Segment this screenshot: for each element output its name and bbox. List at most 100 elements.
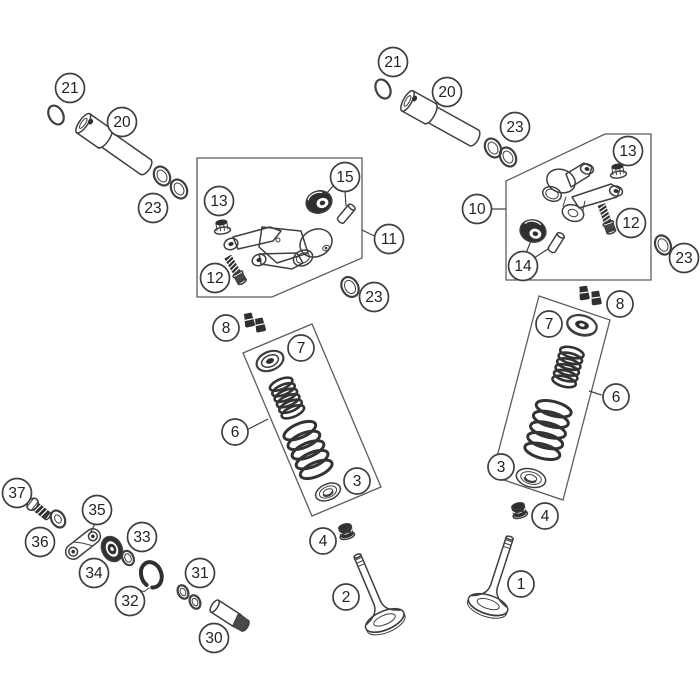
callout-10[interactable]: 10 [461, 193, 493, 225]
callout-circle[interactable] [287, 334, 315, 362]
outer-valve-spring-right [523, 399, 573, 461]
o-ring-23-intake [340, 275, 360, 299]
callout-13[interactable]: 13 [203, 185, 235, 217]
callout-circle[interactable] [507, 570, 535, 598]
inner-valve-spring-right [551, 345, 585, 389]
callout-8[interactable]: 8 [606, 290, 634, 318]
callout-13[interactable]: 13 [612, 135, 644, 167]
ring-31-b [188, 594, 202, 610]
callout-23[interactable]: 23 [358, 281, 390, 313]
callout-circle[interactable] [531, 502, 559, 530]
callout-circle[interactable] [114, 585, 146, 617]
callout-20[interactable]: 20 [431, 76, 463, 108]
callout-circle[interactable] [221, 418, 249, 446]
callout-circle[interactable] [212, 314, 240, 342]
leader-line [88, 523, 96, 536]
callout-34[interactable]: 34 [78, 557, 110, 589]
roller-pin-15-intake [335, 202, 357, 226]
callout-36[interactable]: 36 [24, 526, 56, 558]
callout-15[interactable]: 15 [329, 161, 361, 193]
callout-14[interactable]: 14 [507, 250, 539, 282]
callout-6[interactable]: 6 [221, 418, 249, 446]
callout-23[interactable]: 23 [668, 242, 700, 274]
callout-circle[interactable] [668, 242, 700, 274]
callout-circle[interactable] [535, 310, 563, 338]
valve-stem-seal-4-right [509, 500, 530, 521]
callout-circle[interactable] [184, 557, 216, 589]
callout-37[interactable]: 37 [1, 477, 33, 509]
callout-20[interactable]: 20 [106, 106, 138, 138]
callout-circle[interactable] [487, 453, 515, 481]
callout-4[interactable]: 4 [531, 502, 559, 530]
callout-number: 36 [31, 534, 48, 551]
callout-21[interactable]: 21 [54, 72, 86, 104]
callout-circle[interactable] [612, 135, 644, 167]
callout-circle[interactable] [309, 527, 337, 555]
callout-circle[interactable] [199, 262, 231, 294]
callout-circle[interactable] [329, 161, 361, 193]
nut-13-intake [212, 218, 232, 236]
callout-circle[interactable] [606, 290, 634, 318]
callout-circle[interactable] [198, 622, 230, 654]
callout-11[interactable]: 11 [373, 223, 405, 255]
callout-23[interactable]: 23 [499, 111, 531, 143]
roller-34 [100, 535, 124, 563]
callout-circle[interactable] [106, 106, 138, 138]
callout-circle[interactable] [602, 383, 630, 411]
spring-seat-3-right [515, 467, 547, 489]
callout-7[interactable]: 7 [535, 310, 563, 338]
callout-21[interactable]: 21 [377, 46, 409, 78]
callout-circle[interactable] [332, 583, 360, 611]
rocker-arm-intake [223, 226, 333, 270]
roller-pin-14-exhaust [546, 230, 566, 255]
callout-4[interactable]: 4 [309, 527, 337, 555]
callout-circle[interactable] [1, 477, 33, 509]
callout-1[interactable]: 1 [507, 570, 535, 598]
callout-circle[interactable] [461, 193, 493, 225]
callout-number: 30 [205, 630, 223, 647]
callout-31[interactable]: 31 [184, 557, 216, 589]
callout-3[interactable]: 3 [343, 467, 371, 495]
callout-12[interactable]: 12 [615, 207, 647, 239]
callout-32[interactable]: 32 [114, 585, 146, 617]
callout-number: 11 [381, 231, 397, 248]
callout-circle[interactable] [373, 223, 405, 255]
callout-30[interactable]: 30 [198, 622, 230, 654]
callout-3[interactable]: 3 [487, 453, 515, 481]
inner-valve-spring-left [268, 376, 306, 420]
callout-circle[interactable] [358, 281, 390, 313]
valve-stem-seal-4-left [336, 521, 357, 542]
valve-keeper-8-right-a [578, 285, 590, 301]
callout-12[interactable]: 12 [199, 262, 231, 294]
callout-circle[interactable] [78, 557, 110, 589]
callout-circle[interactable] [54, 72, 86, 104]
callout-number: 3 [497, 459, 506, 476]
callout-circle[interactable] [137, 192, 169, 224]
callout-circle[interactable] [615, 207, 647, 239]
callout-circle[interactable] [377, 46, 409, 78]
callout-23[interactable]: 23 [137, 192, 169, 224]
callout-circle[interactable] [343, 467, 371, 495]
callout-circle[interactable] [431, 76, 463, 108]
callout-circle[interactable] [203, 185, 235, 217]
callout-35[interactable]: 35 [81, 494, 113, 526]
callout-circle[interactable] [81, 494, 113, 526]
valve-keeper-8-left-a [242, 312, 256, 328]
o-ring-21-right [374, 78, 392, 100]
callout-8[interactable]: 8 [212, 314, 240, 342]
o-ring-23-exhaust [653, 234, 673, 256]
box-valve-spring-left [242, 323, 382, 517]
roller-14-exhaust [516, 216, 550, 246]
callout-circle[interactable] [499, 111, 531, 143]
callout-6[interactable]: 6 [602, 383, 630, 411]
callout-circle[interactable] [507, 250, 539, 282]
parts-layer [26, 78, 673, 641]
callout-number: 23 [675, 250, 692, 267]
callout-33[interactable]: 33 [126, 521, 158, 553]
callout-7[interactable]: 7 [287, 334, 315, 362]
callout-circle[interactable] [126, 521, 158, 553]
callout-circle[interactable] [24, 526, 56, 558]
callout-2[interactable]: 2 [332, 583, 360, 611]
spring-retainer-7-left [255, 349, 285, 373]
